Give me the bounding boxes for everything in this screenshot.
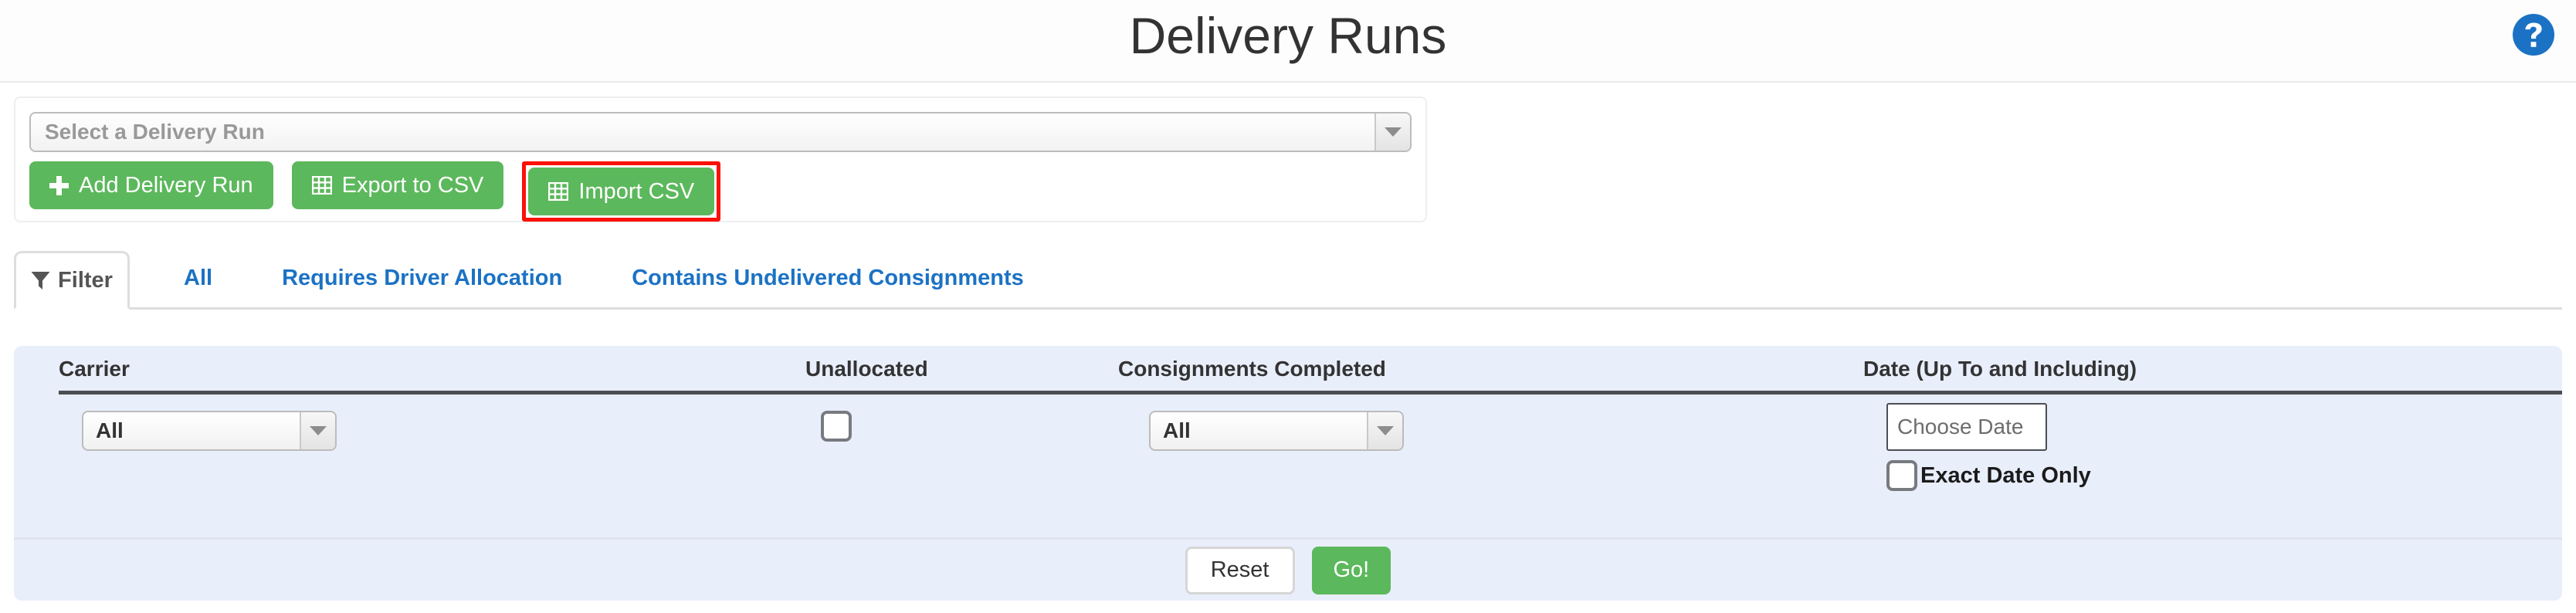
add-delivery-run-button[interactable]: Add Delivery Run xyxy=(29,161,273,209)
consignments-completed-select-value: All xyxy=(1163,418,1191,442)
import-csv-label: Import CSV xyxy=(578,178,695,204)
funnel-icon xyxy=(31,270,50,290)
filter-header-unallocated: Unallocated xyxy=(805,357,928,381)
header-divider xyxy=(59,391,2562,395)
tab-all[interactable]: All xyxy=(168,249,228,307)
exact-date-only-checkbox[interactable] xyxy=(1886,460,1917,491)
caret-down-glyph xyxy=(310,426,327,435)
tab-contains-undelivered-consignments-label: Contains Undelivered Consignments xyxy=(632,265,1024,290)
page-header: Delivery Runs xyxy=(0,0,2576,83)
page-title: Delivery Runs xyxy=(1129,7,1447,64)
card-action-buttons: Add Delivery Run Export to CSV xyxy=(29,161,721,222)
export-to-csv-button[interactable]: Export to CSV xyxy=(291,161,504,209)
caret-down-icon[interactable] xyxy=(1374,113,1410,151)
go-button[interactable]: Go! xyxy=(1311,546,1391,594)
delivery-run-select[interactable]: Select a Delivery Run xyxy=(29,112,1412,152)
delivery-run-select-value: Select a Delivery Run xyxy=(45,120,265,144)
help-circle-icon[interactable] xyxy=(2513,14,2554,56)
carrier-select-value: All xyxy=(96,418,124,442)
filter-header-row: Carrier Unallocated Consignments Complet… xyxy=(14,346,2562,395)
tab-bar: Filter All Requires Driver Allocation Co… xyxy=(14,251,2562,310)
caret-down-glyph xyxy=(1377,426,1394,435)
import-csv-highlight: Import CSV xyxy=(522,161,721,222)
caret-down-icon[interactable] xyxy=(300,412,335,449)
tab-filter[interactable]: Filter xyxy=(14,251,130,310)
consignments-completed-select[interactable]: All xyxy=(1149,411,1404,451)
tab-filter-label: Filter xyxy=(58,267,113,293)
filter-panel: Carrier Unallocated Consignments Complet… xyxy=(14,346,2562,601)
add-delivery-run-label: Add Delivery Run xyxy=(79,172,253,198)
unallocated-checkbox[interactable] xyxy=(821,411,852,442)
exact-date-only-row: Exact Date Only xyxy=(1886,460,2091,491)
tab-requires-driver-allocation-label: Requires Driver Allocation xyxy=(282,265,563,290)
table-icon xyxy=(548,182,569,201)
filter-header-date: Date (Up To and Including) xyxy=(1863,357,2137,381)
date-input[interactable]: Choose Date xyxy=(1886,403,2047,451)
plus-icon xyxy=(49,175,69,195)
tab-contains-undelivered-consignments[interactable]: Contains Undelivered Consignments xyxy=(616,249,1039,307)
tab-all-label: All xyxy=(184,265,213,290)
carrier-select[interactable]: All xyxy=(82,411,337,451)
exact-date-only-label: Exact Date Only xyxy=(1920,462,2091,488)
tab-requires-driver-allocation[interactable]: Requires Driver Allocation xyxy=(266,249,578,307)
export-to-csv-label: Export to CSV xyxy=(341,172,484,198)
date-input-placeholder: Choose Date xyxy=(1897,415,2024,439)
import-csv-button[interactable]: Import CSV xyxy=(528,168,715,215)
table-icon xyxy=(311,176,332,195)
delivery-run-card: Select a Delivery Run Add Delivery Run E… xyxy=(14,97,1427,222)
filter-header-carrier: Carrier xyxy=(59,357,130,381)
filter-actions: Reset Go! xyxy=(14,537,2562,601)
reset-button[interactable]: Reset xyxy=(1185,546,1295,594)
caret-down-glyph xyxy=(1385,127,1402,137)
filter-controls-row: All All Choose Date Exact Date Only xyxy=(14,391,2562,537)
filter-header-consignments-completed: Consignments Completed xyxy=(1118,357,1386,381)
caret-down-icon[interactable] xyxy=(1367,412,1402,449)
